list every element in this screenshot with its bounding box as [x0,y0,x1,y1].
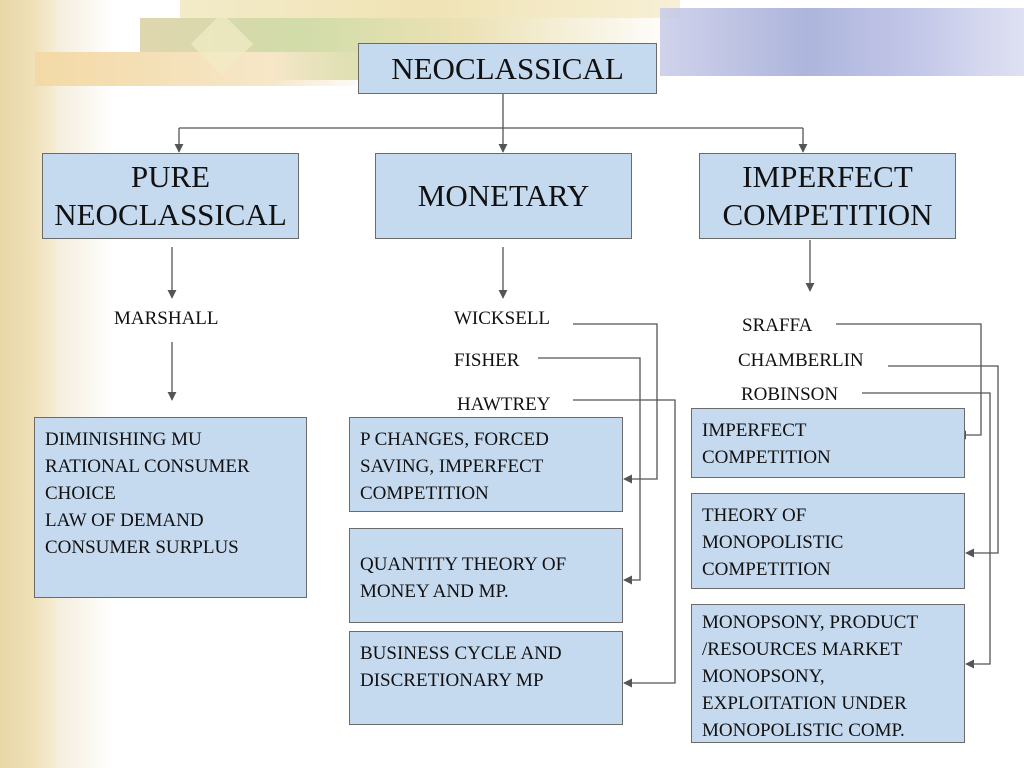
category-monetary: MONETARY [375,153,632,239]
detail-hawtrey: BUSINESS CYCLE AND DISCRETIONARY MP [349,631,623,725]
root-node: NEOCLASSICAL [358,43,657,94]
robinson-connector [862,392,991,669]
detail-marshall: DIMINISHING MU RATIONAL CONSUMER CHOICE … [34,417,307,598]
background-fade [55,0,115,768]
hawtrey-connector [573,399,676,688]
economist-chamberlin: CHAMBERLIN [738,350,864,371]
economist-wicksell: WICKSELL [454,308,551,329]
detail-robinson: MONOPSONY, PRODUCT /RESOURCES MARKET MON… [691,604,965,743]
root-label: NEOCLASSICAL [391,50,624,86]
chamberlin-connector [888,365,999,558]
economist-fisher: FISHER [454,350,520,371]
category-pure-neoclassical: PURE NEOCLASSICAL [42,153,299,239]
category-imperfect-label: IMPERFECT COMPETITION [722,159,933,232]
category-monetary-label: MONETARY [417,178,590,213]
detail-wicksell: P CHANGES, FORCED SAVING, IMPERFECT COMP… [349,417,623,512]
economist-robinson: ROBINSON [741,384,839,405]
detail-chamberlin: THEORY OF MONOPOLISTIC COMPETITION [691,493,965,589]
sraffa-connector [836,323,982,440]
detail-sraffa: IMPERFECT COMPETITION [691,408,965,478]
fisher-connector [538,357,641,585]
category-pure-label: PURE NEOCLASSICAL [54,159,287,232]
economist-sraffa: SRAFFA [742,315,813,336]
economist-marshall: MARSHALL [114,308,219,329]
detail-fisher: QUANTITY THEORY OF MONEY AND MP. [349,528,623,623]
background-top-image-right [660,8,1024,76]
background-left-strip [0,0,55,768]
background-top-strip [180,0,680,18]
category-imperfect-competition: IMPERFECT COMPETITION [699,153,956,239]
economist-hawtrey: HAWTREY [457,394,551,415]
